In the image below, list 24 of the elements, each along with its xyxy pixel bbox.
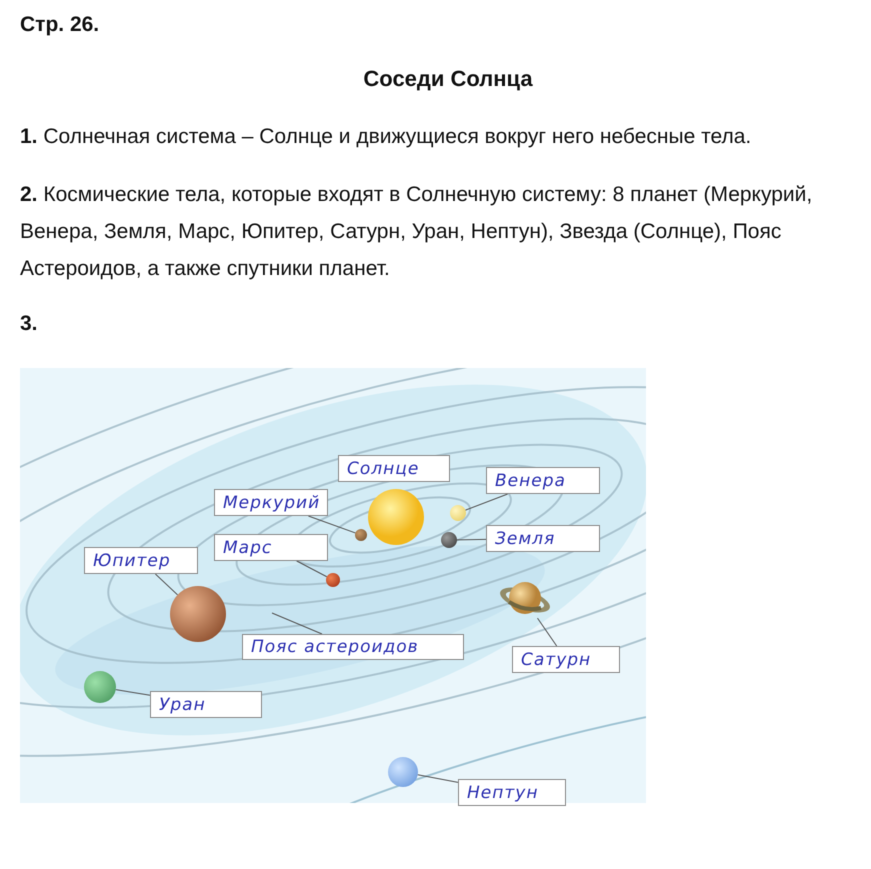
- leader-line: [296, 560, 328, 578]
- leader-line: [456, 538, 486, 540]
- answer-box: Венера: [486, 467, 600, 494]
- page-number: Стр. 26.: [20, 12, 100, 38]
- answer-box: Юпитер: [84, 547, 198, 574]
- answer-box: Уран: [150, 691, 262, 718]
- title: Соседи Солнца: [362, 65, 534, 93]
- leader-line: [154, 574, 178, 596]
- leader-line: [115, 689, 150, 696]
- task-number: 3.: [20, 311, 39, 337]
- answer-box: Пояс астероидов: [242, 634, 464, 660]
- leader-line: [308, 516, 356, 534]
- answer-box: Солнце: [338, 455, 450, 482]
- answer-box: Сатурн: [512, 646, 620, 673]
- leader-line: [464, 494, 508, 511]
- leader-line: [536, 618, 558, 646]
- answer-box: Меркурий: [214, 489, 328, 516]
- leader-line: [272, 612, 323, 634]
- answer-box: Нептун: [458, 779, 566, 806]
- answer-box: Марс: [214, 534, 328, 561]
- answer-box: Земля: [486, 525, 600, 552]
- answer-paragraph: 1. Солнечная система – Солнце и движущиеся вокруг него небесные тела.: [20, 124, 752, 150]
- answer-paragraph: 2. Космические тела, которые входят в Солнечную систему: 8 планет (Меркурий, Венера, Земля, Марс, Юпитер, Сатурн, Уран, Нептун), Звезда (Солнце), Пояс Астероидов, а также спутники планет.: [20, 182, 814, 282]
- leader-line: [417, 774, 458, 783]
